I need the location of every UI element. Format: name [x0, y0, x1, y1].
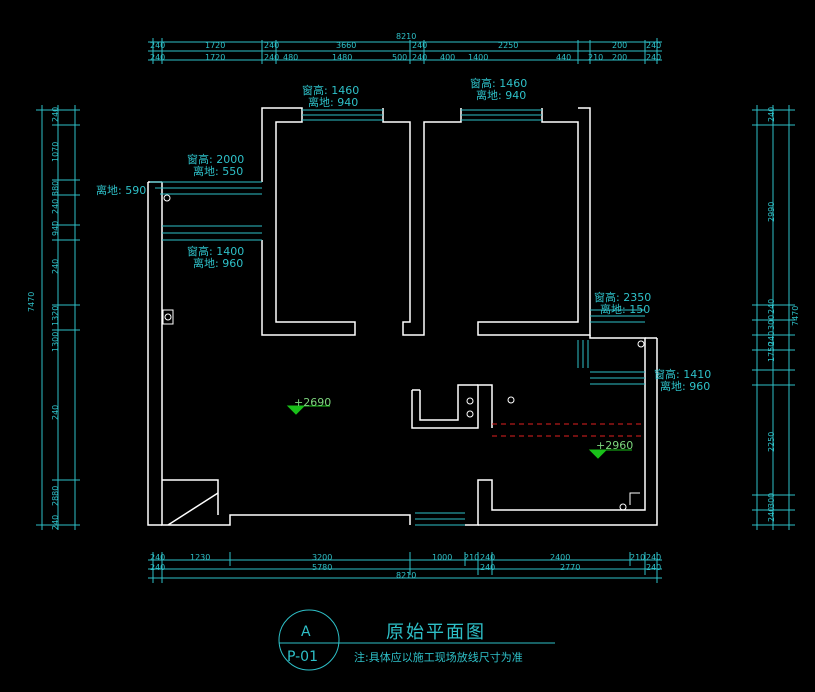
dimension-text: 240 — [480, 563, 496, 572]
dimension-text: 1720 — [205, 53, 226, 62]
right-total-dimension: 7470 — [791, 305, 800, 326]
dimension-text: 240 — [767, 506, 776, 522]
dimension-text: 240 — [412, 53, 428, 62]
level-markers — [286, 405, 632, 459]
right-dimension-lines — [752, 105, 795, 530]
drawing-note: 注:具体应以施工现场放线尺寸为准 — [354, 651, 523, 664]
dimension-text: 210 — [630, 553, 646, 562]
dimension-text: 240 — [646, 553, 662, 562]
dimension-text: 240 — [767, 106, 776, 122]
dimension-text: 240 — [646, 41, 662, 50]
window-6-sill: 离地: 960 — [660, 380, 711, 393]
dimension-text: 240 — [51, 258, 60, 274]
dimension-text: 210 — [588, 53, 604, 62]
window-4-sill: 离地: 960 — [193, 257, 244, 270]
dimension-text: 2990 — [767, 201, 776, 222]
dimension-text: 1000 — [432, 553, 453, 562]
dimension-text: 240 — [646, 53, 662, 62]
dimension-text: 200 — [612, 41, 628, 50]
window-3-height: 窗高: 2000 — [187, 153, 245, 166]
dimension-text: 440 — [556, 53, 572, 62]
window-6-height: 窗高: 1410 — [654, 368, 712, 381]
dimension-text: 5780 — [312, 563, 333, 572]
dimension-text: 2880 — [51, 485, 60, 506]
window-1-height: 窗高: 1460 — [302, 84, 360, 97]
left-total-dimension: 7470 — [27, 291, 36, 312]
window-2-height: 窗高: 1460 — [470, 77, 528, 90]
window-1-sill: 离地: 940 — [308, 96, 359, 109]
dimension-text: 240 — [264, 41, 280, 50]
dimension-text: 500 — [392, 53, 408, 62]
dimension-text: 1070 — [51, 141, 60, 162]
drawing-index-letter: A — [301, 624, 311, 640]
window-4-height: 窗高: 1400 — [187, 245, 245, 258]
window-2-sill: 离地: 940 — [476, 89, 527, 102]
dimension-text: 210 — [464, 553, 480, 562]
dimension-text: 240 — [51, 514, 60, 530]
dimension-text: 240 — [150, 41, 166, 50]
bottom-total-dimension: 8210 — [396, 571, 417, 580]
dimension-text: 240 — [264, 53, 280, 62]
dimension-text: 240 — [150, 563, 166, 572]
window-5-height: 窗高: 2350 — [594, 291, 652, 304]
windows — [150, 109, 645, 526]
sheet-number: P-01 — [287, 649, 319, 665]
top-dimension-lines — [148, 38, 662, 64]
dimension-text: 2250 — [767, 431, 776, 452]
dimension-text: 200 — [612, 53, 628, 62]
dimension-text: 1300 — [51, 331, 60, 352]
bottom-dimension-lines — [148, 552, 662, 583]
dimension-text: 2250 — [498, 41, 519, 50]
dimension-text: 2400 — [550, 553, 571, 562]
window-3-sill: 离地: 550 — [193, 165, 244, 178]
dimension-text: 1720 — [205, 41, 226, 50]
dimension-text: 1750 — [767, 341, 776, 362]
dimension-text: 400 — [440, 53, 456, 62]
window-5-sill: 离地: 150 — [600, 303, 651, 316]
dimension-text: 300 — [767, 492, 776, 508]
dimension-text: 1400 — [468, 53, 489, 62]
title-bubble — [278, 609, 555, 671]
dimension-text: 1320 — [51, 305, 60, 326]
dimension-text: 480 — [283, 53, 299, 62]
window-3-sill-left: 离地: 590 — [96, 184, 147, 197]
dashed-lines — [492, 423, 645, 437]
top-total-dimension: 8210 — [396, 32, 417, 41]
dimension-text: 240 — [51, 404, 60, 420]
dimension-text: 240 — [51, 106, 60, 122]
dimension-text: 940 — [51, 220, 60, 236]
dimension-text: 240 — [150, 553, 166, 562]
dimension-text: 1230 — [190, 553, 211, 562]
dimension-text: 3660 — [336, 41, 357, 50]
dimension-text: 1480 — [332, 53, 353, 62]
dimension-text: 240 — [150, 53, 166, 62]
level-label-2: +2960 — [596, 439, 634, 452]
left-dimension-lines — [36, 105, 80, 530]
walls — [147, 107, 658, 526]
drawing-title: 原始平面图 — [386, 622, 486, 643]
dimension-text: 240 — [412, 41, 428, 50]
fixtures — [162, 194, 645, 511]
dimension-text: 2770 — [560, 563, 581, 572]
dimension-text: 240 — [51, 198, 60, 214]
level-label-1: +2690 — [294, 396, 332, 409]
dimension-text: 240 — [646, 563, 662, 572]
dimension-text: 300 — [767, 314, 776, 330]
dimension-text: 240 — [480, 553, 496, 562]
dimension-text: 240 — [767, 298, 776, 314]
dimension-text: 380 — [51, 180, 60, 196]
dimension-text: 3200 — [312, 553, 333, 562]
